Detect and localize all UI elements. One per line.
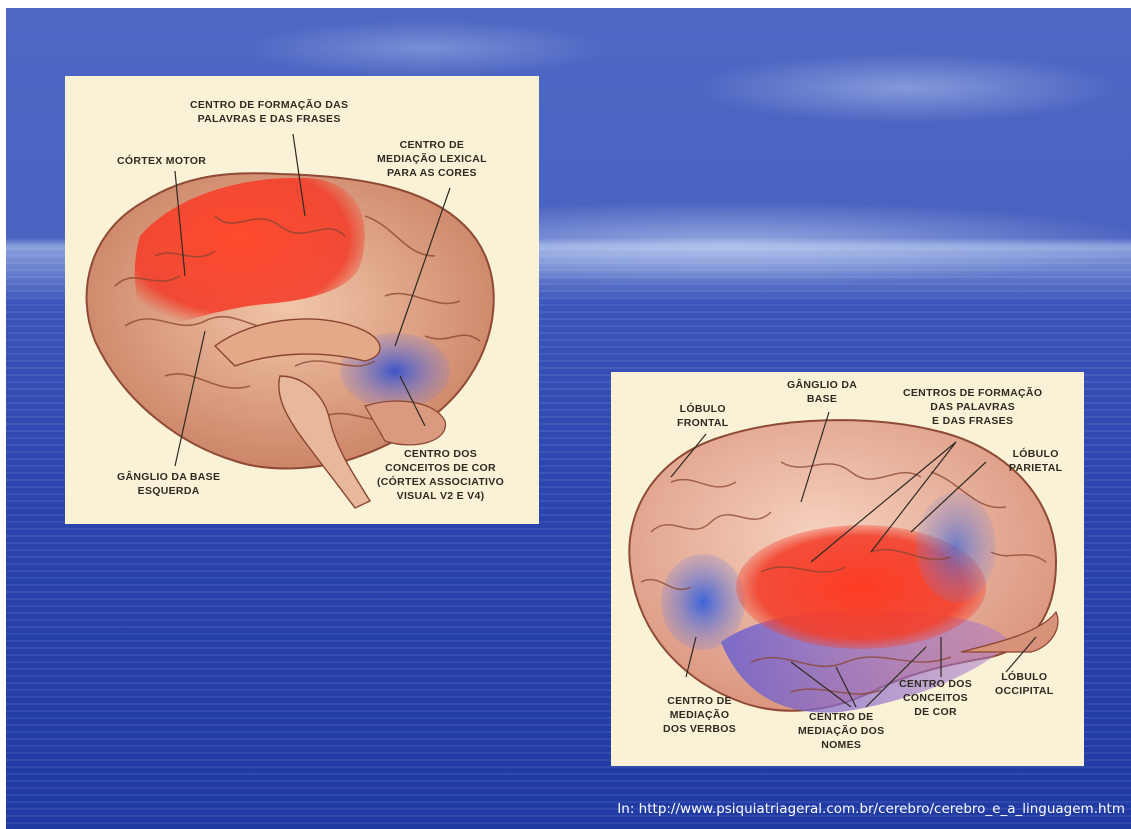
brain-lateral-illustration: LÓBULO FRONTAL GÂNGLIO DA BASE CENTROS D… (611, 372, 1084, 766)
label-lobulo-frontal: LÓBULO FRONTAL (677, 402, 728, 430)
label-centro-mediacao-verbos: CENTRO DE MEDIAÇÃO DOS VERBOS (663, 694, 736, 736)
label-lobulo-occipital: LÓBULO OCCIPITAL (995, 670, 1054, 698)
label-centro-mediacao-lexical: CENTRO DE MEDIAÇÃO LEXICAL PARA AS CORES (377, 138, 487, 180)
source-citation: In: http://www.psiquiatriageral.com.br/c… (617, 801, 1125, 817)
label-ganglio-base-esquerda: GÂNGLIO DA BASE ESQUERDA (117, 470, 220, 498)
label-ganglio-base: GÂNGLIO DA BASE (787, 378, 857, 406)
label-centro-conceitos-cor: CENTRO DOS CONCEITOS DE COR (CÓRTEX ASSO… (377, 447, 504, 503)
label-lobulo-parietal: LÓBULO PARIETAL (1009, 447, 1062, 475)
label-cortex-motor: CÓRTEX MOTOR (117, 154, 206, 168)
brain-medial-illustration: CENTRO DE FORMAÇÃO DAS PALAVRAS E DAS FR… (65, 76, 539, 524)
label-centro-conceitos-cor: CENTRO DOS CONCEITOS DE COR (899, 677, 972, 719)
label-centro-mediacao-nomes: CENTRO DE MEDIAÇÃO DOS NOMES (798, 710, 884, 752)
verb-center-highlight (661, 554, 745, 650)
label-centro-formacao: CENTRO DE FORMAÇÃO DAS PALAVRAS E DAS FR… (190, 98, 348, 126)
label-centros-formacao: CENTROS DE FORMAÇÃO DAS PALAVRAS E DAS F… (903, 386, 1042, 428)
